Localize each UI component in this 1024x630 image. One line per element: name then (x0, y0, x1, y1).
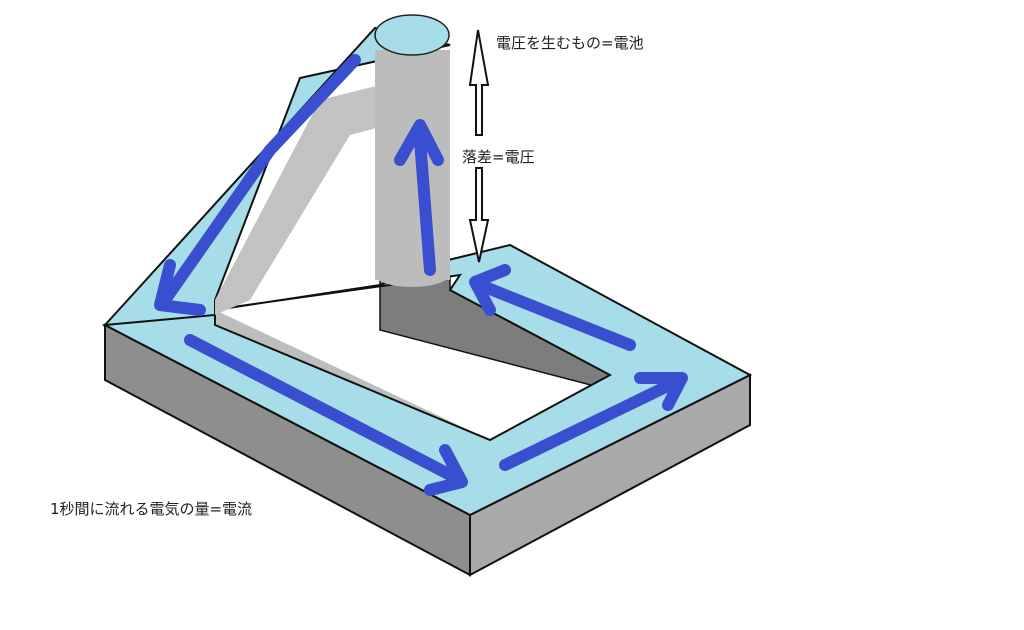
flow-arrow-right-head (634, 372, 688, 411)
arrow-down-icon (468, 167, 490, 263)
flow-arrow-front-head (424, 444, 468, 496)
flow-arrow-down-arm-head (154, 259, 206, 316)
flow-arrow-back (474, 279, 636, 351)
voltage-label: 落差=電圧 (462, 148, 535, 166)
flow-arrows (154, 54, 688, 496)
current-label: 1秒間に流れる電気の量=電流 (50, 500, 253, 518)
arm-gray-side (215, 70, 445, 315)
cylinder-top (374, 14, 450, 56)
cylinder-bottom (375, 263, 449, 287)
voltage-height-arrow (468, 29, 490, 263)
flow-arrow-right (499, 374, 686, 471)
flow-arrow-down-arm (159, 54, 361, 306)
flow-arrow-up-cylinder-head (394, 119, 444, 166)
flow-arrow-back-head (469, 264, 511, 316)
arrow-up-icon (468, 29, 490, 136)
flow-arrow-front (184, 334, 466, 486)
battery-label: 電圧を生むもの=電池 (496, 34, 644, 52)
flow-arrow-up-cylinder (414, 134, 436, 276)
